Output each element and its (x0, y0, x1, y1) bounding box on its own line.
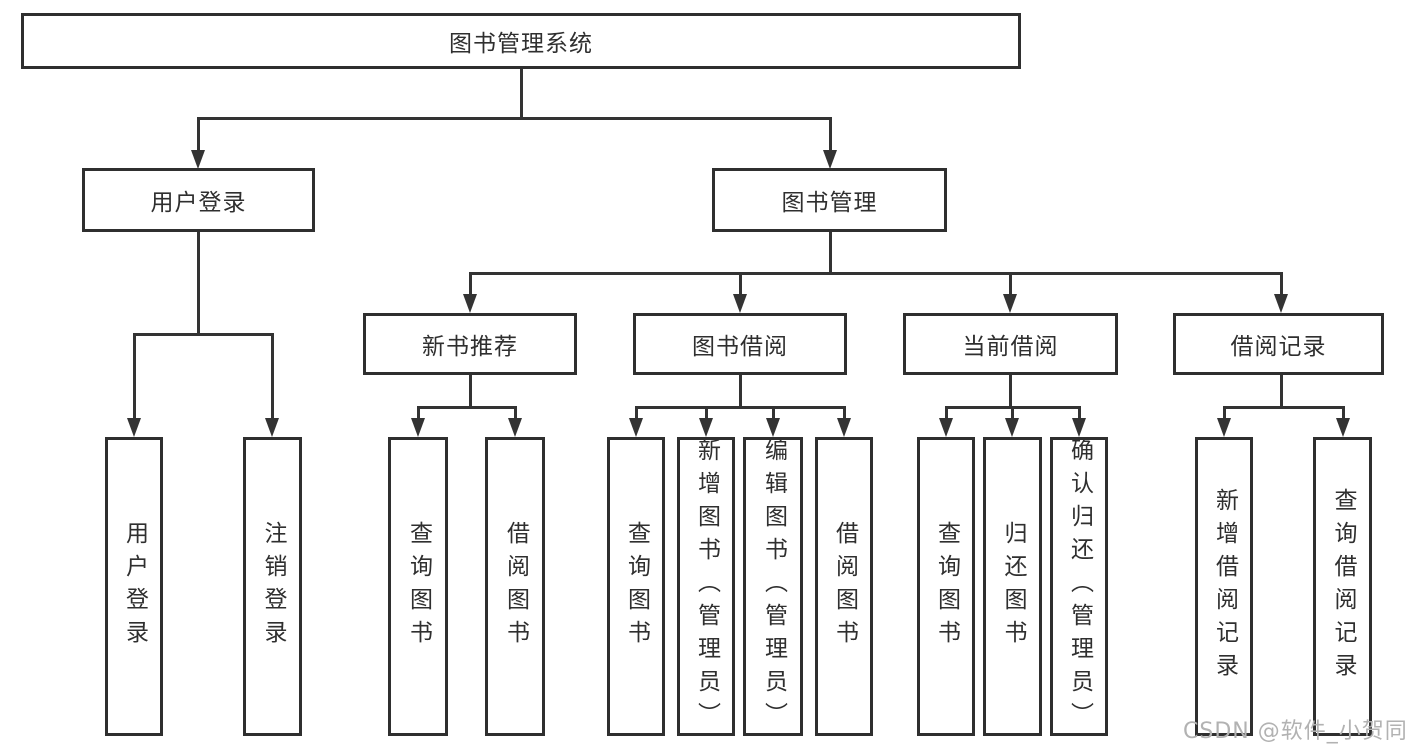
arrowhead-down (1003, 294, 1017, 313)
leaf-borrow-books: 借阅图书 (815, 437, 873, 736)
connector-line (1009, 375, 1012, 408)
connector-line (469, 272, 1281, 275)
leaf-query-books-current: 查询图书 (917, 437, 975, 736)
arrowhead-down (699, 418, 713, 437)
leaf-label: 查询图书 (623, 520, 650, 653)
connector-line (1223, 406, 1344, 409)
arrowhead-down (1274, 294, 1288, 313)
leaf-label: 用户登录 (121, 520, 148, 653)
connector-line (1342, 406, 1345, 419)
arrowhead-down (1217, 418, 1231, 437)
connector-line (945, 406, 948, 419)
arrowhead-down (265, 418, 279, 437)
leaf-label: 新增借阅记录 (1211, 487, 1238, 686)
arrowhead-down (463, 294, 477, 313)
connector-line (1078, 406, 1081, 419)
node-book-management: 图书管理 (712, 168, 947, 232)
connector-line (772, 406, 775, 419)
leaf-query-books-recommend: 查询图书 (388, 437, 448, 736)
leaf-label: 查询借阅记录 (1330, 487, 1356, 686)
arrowhead-down (823, 150, 837, 169)
connector-line (739, 375, 742, 408)
node-book-borrowing: 图书借阅 (633, 313, 847, 375)
leaf-confirm-return-admin: 确认归还（管理员） (1050, 437, 1108, 736)
node-label: 图书管理系统 (449, 31, 593, 57)
leaf-user-login: 用户登录 (105, 437, 163, 736)
leaf-label: 查询图书 (405, 520, 432, 653)
leaf-return-books: 归还图书 (983, 437, 1042, 736)
connector-line (197, 117, 831, 120)
arrowhead-down (411, 418, 425, 437)
watermark: CSDN @软件_小贺同学 (1183, 719, 1405, 744)
connector-line (1009, 272, 1012, 296)
arrowhead-down (766, 418, 780, 437)
leaf-add-books-admin: 新增图书（管理员） (677, 437, 735, 736)
node-label: 当前借阅 (962, 334, 1059, 360)
connector-line (271, 333, 274, 419)
node-current-borrowing: 当前借阅 (903, 313, 1118, 375)
connector-line (705, 406, 708, 419)
connector-line (739, 272, 742, 296)
arrowhead-down (1336, 418, 1350, 437)
connector-line (829, 232, 832, 274)
arrowhead-down (127, 418, 141, 437)
arrowhead-down (1072, 418, 1086, 437)
leaf-query-books-borrowing: 查询图书 (607, 437, 665, 736)
connector-line (843, 406, 846, 419)
connector-line (417, 406, 516, 409)
connector-line (635, 406, 638, 419)
leaf-label: 注销登录 (260, 520, 286, 653)
connector-line (635, 406, 845, 409)
connector-line (1280, 375, 1283, 408)
connector-line (1223, 406, 1226, 419)
arrowhead-down (837, 418, 851, 437)
leaf-query-borrow-record: 查询借阅记录 (1313, 437, 1372, 736)
connector-line (829, 117, 832, 151)
leaf-label: 查询图书 (933, 520, 960, 653)
node-label: 用户登录 (150, 190, 247, 216)
leaf-borrow-books-recommend: 借阅图书 (485, 437, 545, 736)
node-label: 借阅记录 (1230, 334, 1327, 360)
node-label: 图书管理 (781, 190, 878, 216)
connector-line (514, 406, 517, 419)
connector-line (1011, 406, 1014, 419)
connector-line (133, 333, 273, 336)
leaf-add-borrow-record: 新增借阅记录 (1195, 437, 1253, 736)
arrowhead-down (191, 150, 205, 169)
node-label: 新书推荐 (422, 334, 518, 360)
leaf-label: 新增图书（管理员） (693, 438, 720, 735)
connector-line (197, 232, 200, 335)
arrowhead-down (629, 418, 643, 437)
arrowhead-down (939, 418, 953, 437)
arrowhead-down (1005, 418, 1019, 437)
leaf-label: 归还图书 (1000, 520, 1026, 653)
leaf-label: 借阅图书 (502, 520, 529, 653)
arrowhead-down (508, 418, 522, 437)
connector-line (197, 117, 200, 151)
leaf-label: 确认归还（管理员） (1066, 438, 1093, 735)
node-label: 图书借阅 (692, 334, 788, 360)
connector-line (520, 69, 523, 118)
connector-line (469, 272, 472, 296)
connector-line (469, 375, 472, 408)
leaf-edit-books-admin: 编辑图书（管理员） (743, 437, 803, 736)
connector-line (417, 406, 420, 419)
leaf-label: 编辑图书（管理员） (760, 438, 787, 735)
leaf-label: 借阅图书 (831, 520, 858, 653)
node-user-login: 用户登录 (82, 168, 315, 232)
arrowhead-down (733, 294, 747, 313)
connector-line (133, 333, 136, 419)
leaf-logout: 注销登录 (243, 437, 302, 736)
connector-line (1280, 272, 1283, 296)
node-library-system: 图书管理系统 (21, 13, 1021, 69)
node-new-book-recommendation: 新书推荐 (363, 313, 577, 375)
node-borrowing-records: 借阅记录 (1173, 313, 1384, 375)
